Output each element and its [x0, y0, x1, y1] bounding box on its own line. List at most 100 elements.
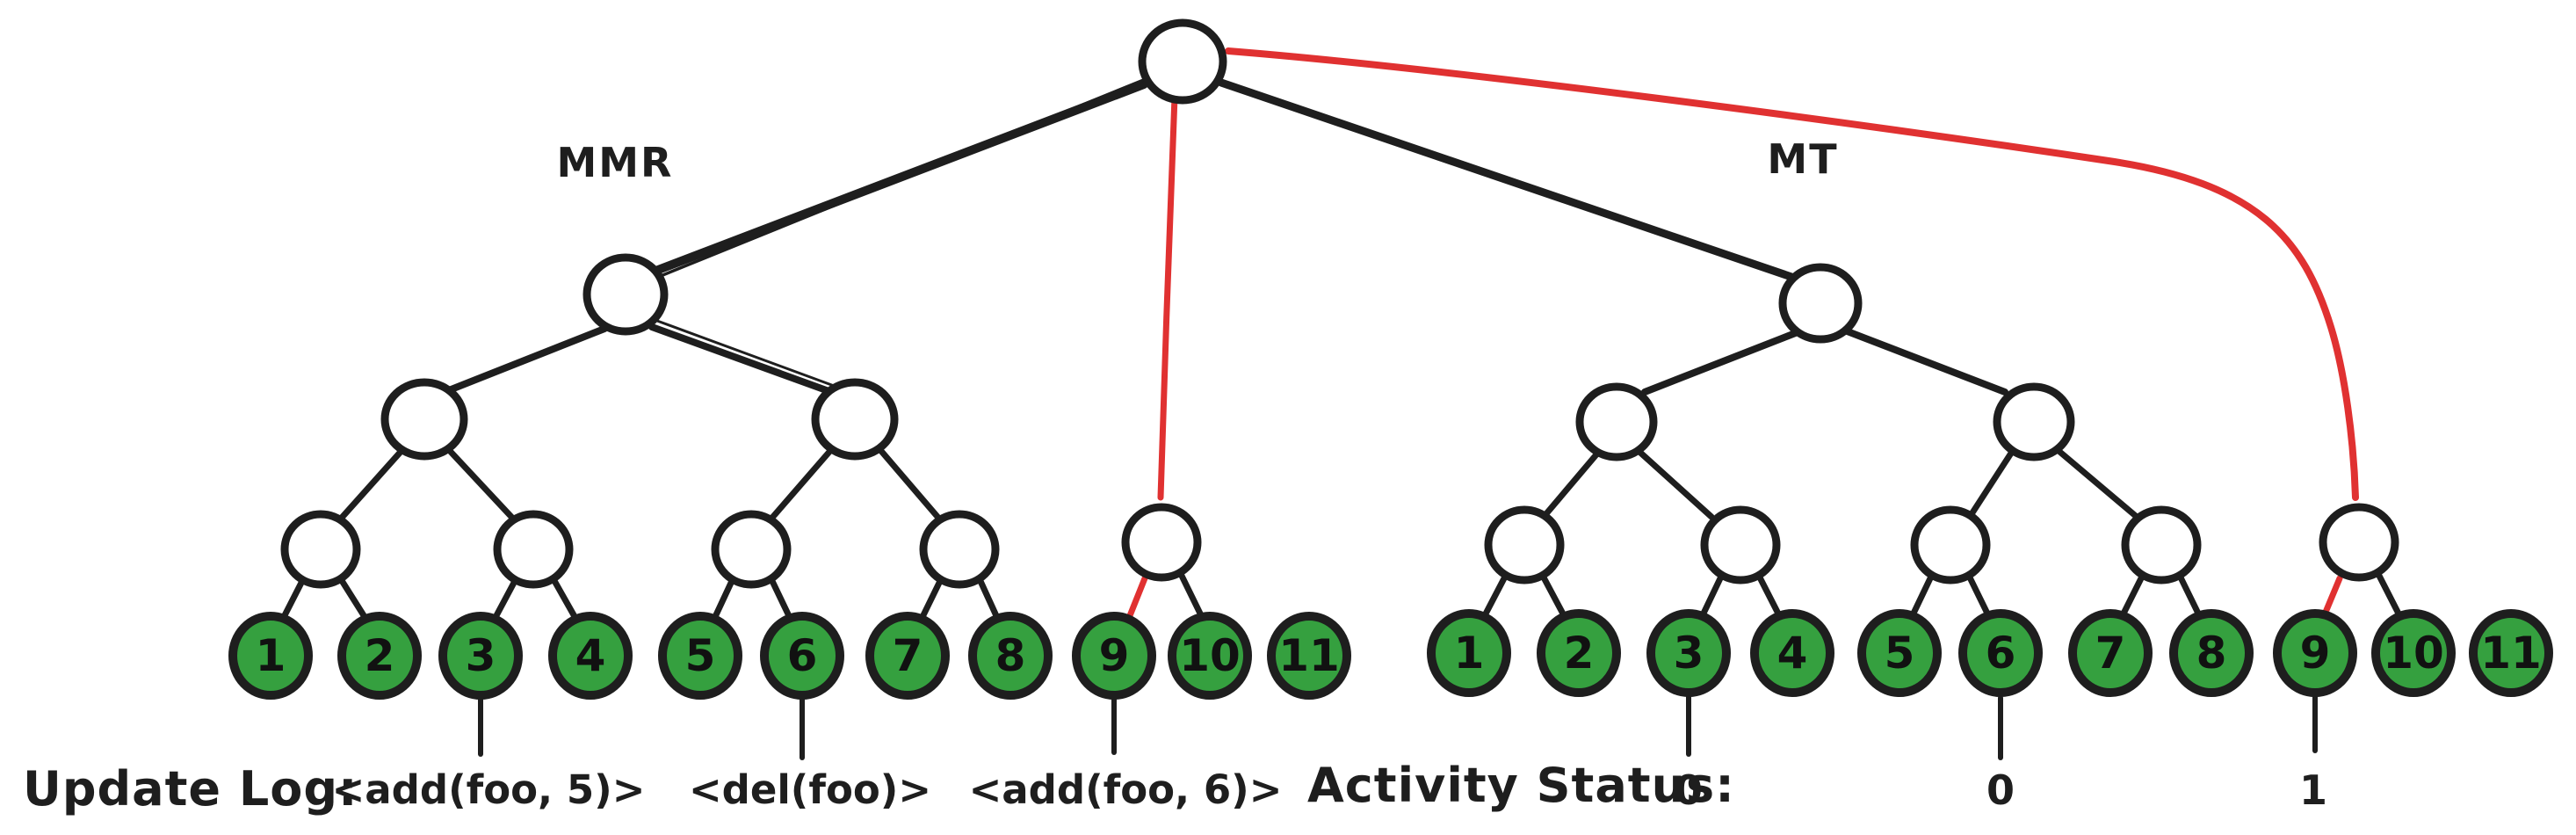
tree-edge: [446, 447, 516, 521]
tree-edge: [648, 323, 835, 396]
root-node: [1138, 18, 1227, 105]
leaf-node: [865, 612, 950, 700]
leaf-node: [1168, 612, 1252, 700]
internal-node: [1484, 505, 1565, 584]
tree-edge: [976, 576, 1002, 623]
tree-edge: [490, 577, 518, 624]
leaf-label: 6: [787, 630, 818, 681]
internal-node: [2319, 503, 2399, 582]
leaf-label: 6: [1986, 628, 2016, 679]
leaf-node: [1537, 609, 1621, 697]
leaf-node: [1072, 612, 1156, 700]
leaf-node: [548, 612, 633, 700]
leaf-label: 11: [2480, 628, 2542, 679]
internal-node: [711, 510, 792, 589]
tree-edge: [2054, 447, 2140, 520]
red-link-root-to-left-peak: [1157, 93, 1178, 501]
leaf-label: 10: [1179, 630, 1241, 681]
leaf-label: 8: [2196, 628, 2227, 679]
leaf-node: [2169, 609, 2254, 697]
leaf-node: [1427, 609, 1511, 697]
internal-node: [493, 510, 574, 589]
tree-edge: [1966, 448, 2015, 520]
tree-edge-doublestroke: [655, 319, 838, 388]
internal-node: [280, 510, 361, 589]
tree-edge: [1480, 575, 1508, 622]
update-log-entry: <add(foo, 5)>: [331, 766, 646, 813]
leaf-label: 5: [1885, 628, 1915, 679]
tree-edge: [768, 576, 794, 623]
leaf-node: [1750, 609, 1834, 697]
tree-edge: [1540, 574, 1569, 622]
activity-status-title: Activity Status:: [1307, 758, 1735, 813]
leaf-node: [1857, 609, 1942, 697]
leaf-label: 3: [466, 630, 496, 681]
leaf-label: 2: [1564, 628, 1595, 679]
leaf-node: [760, 612, 844, 700]
tree-edge: [917, 577, 944, 624]
leaf-label: 3: [1674, 628, 1704, 679]
leaf-node: [2273, 609, 2357, 697]
tree-edge: [441, 325, 608, 396]
tree-edge: [337, 576, 370, 623]
activity-status-value: 0: [1986, 766, 2015, 814]
leaf-label: 4: [1777, 628, 1808, 679]
tree-edge: [337, 448, 404, 522]
leaf-label: 5: [685, 630, 716, 681]
tree-edge: [1641, 329, 1801, 396]
edge-root-left-subtree-doublestroke: [650, 76, 1152, 281]
internal-node: [1910, 505, 1991, 584]
leaf-label: 7: [893, 630, 923, 681]
tree-edge: [2376, 572, 2404, 621]
leaf-node: [968, 612, 1053, 700]
activity-status-value: 0: [1674, 766, 1704, 814]
leaf-label: 9: [2300, 628, 2331, 679]
update-log-title: Update Log:: [23, 761, 358, 817]
leaf-label: 11: [1278, 630, 1340, 681]
tree-edge: [1540, 450, 1601, 520]
leaf-node: [2068, 609, 2153, 697]
leaf-node: [1267, 612, 1351, 700]
leaf-node: [438, 612, 523, 700]
leaf-label: 1: [1454, 628, 1485, 679]
activity-status-value: 1: [2298, 766, 2328, 814]
leaf-node: [658, 612, 742, 700]
update-log-entry: <add(foo, 6)>: [968, 766, 1283, 813]
internal-node: [380, 378, 468, 461]
leaf-node: [1646, 609, 1731, 697]
tree-edge: [1697, 575, 1724, 622]
tree-edge: [877, 447, 942, 521]
internal-node: [919, 510, 1000, 589]
leaf-label: 1: [256, 630, 286, 681]
leaf-node: [2469, 609, 2553, 697]
internal-node: [1700, 505, 1781, 584]
leaf-label: 2: [365, 630, 395, 681]
edge-root-right-subtree: [1217, 78, 1798, 282]
leaf-label: 9: [1099, 630, 1130, 681]
left-tree-label: MMR: [556, 139, 674, 186]
internal-node: [1993, 382, 2075, 461]
internal-node: [2121, 505, 2202, 584]
leaf-label: 4: [575, 630, 606, 681]
tree-edge: [1178, 572, 1205, 621]
tree-edge: [279, 577, 306, 624]
right-tree-label: MT: [1767, 135, 1839, 183]
internal-node: [811, 378, 899, 461]
leaf-node: [2371, 609, 2456, 697]
leaf-label: 7: [2095, 628, 2126, 679]
left-subtree-root-node: [582, 253, 669, 336]
leaf-node: [228, 612, 313, 700]
leaf-label: 8: [995, 630, 1026, 681]
tree-edge: [768, 448, 833, 522]
red-link-root-to-right-peak: [1225, 47, 2359, 501]
tree-edge: [1842, 327, 2008, 396]
internal-node: [1121, 503, 1202, 582]
update-log-entry: <del(foo)>: [688, 766, 932, 813]
internal-node: [1575, 382, 1658, 461]
leaf-node: [1958, 609, 2043, 697]
leaf-node: [337, 612, 422, 700]
tree-edge: [550, 576, 580, 623]
tree-edge: [710, 577, 735, 624]
